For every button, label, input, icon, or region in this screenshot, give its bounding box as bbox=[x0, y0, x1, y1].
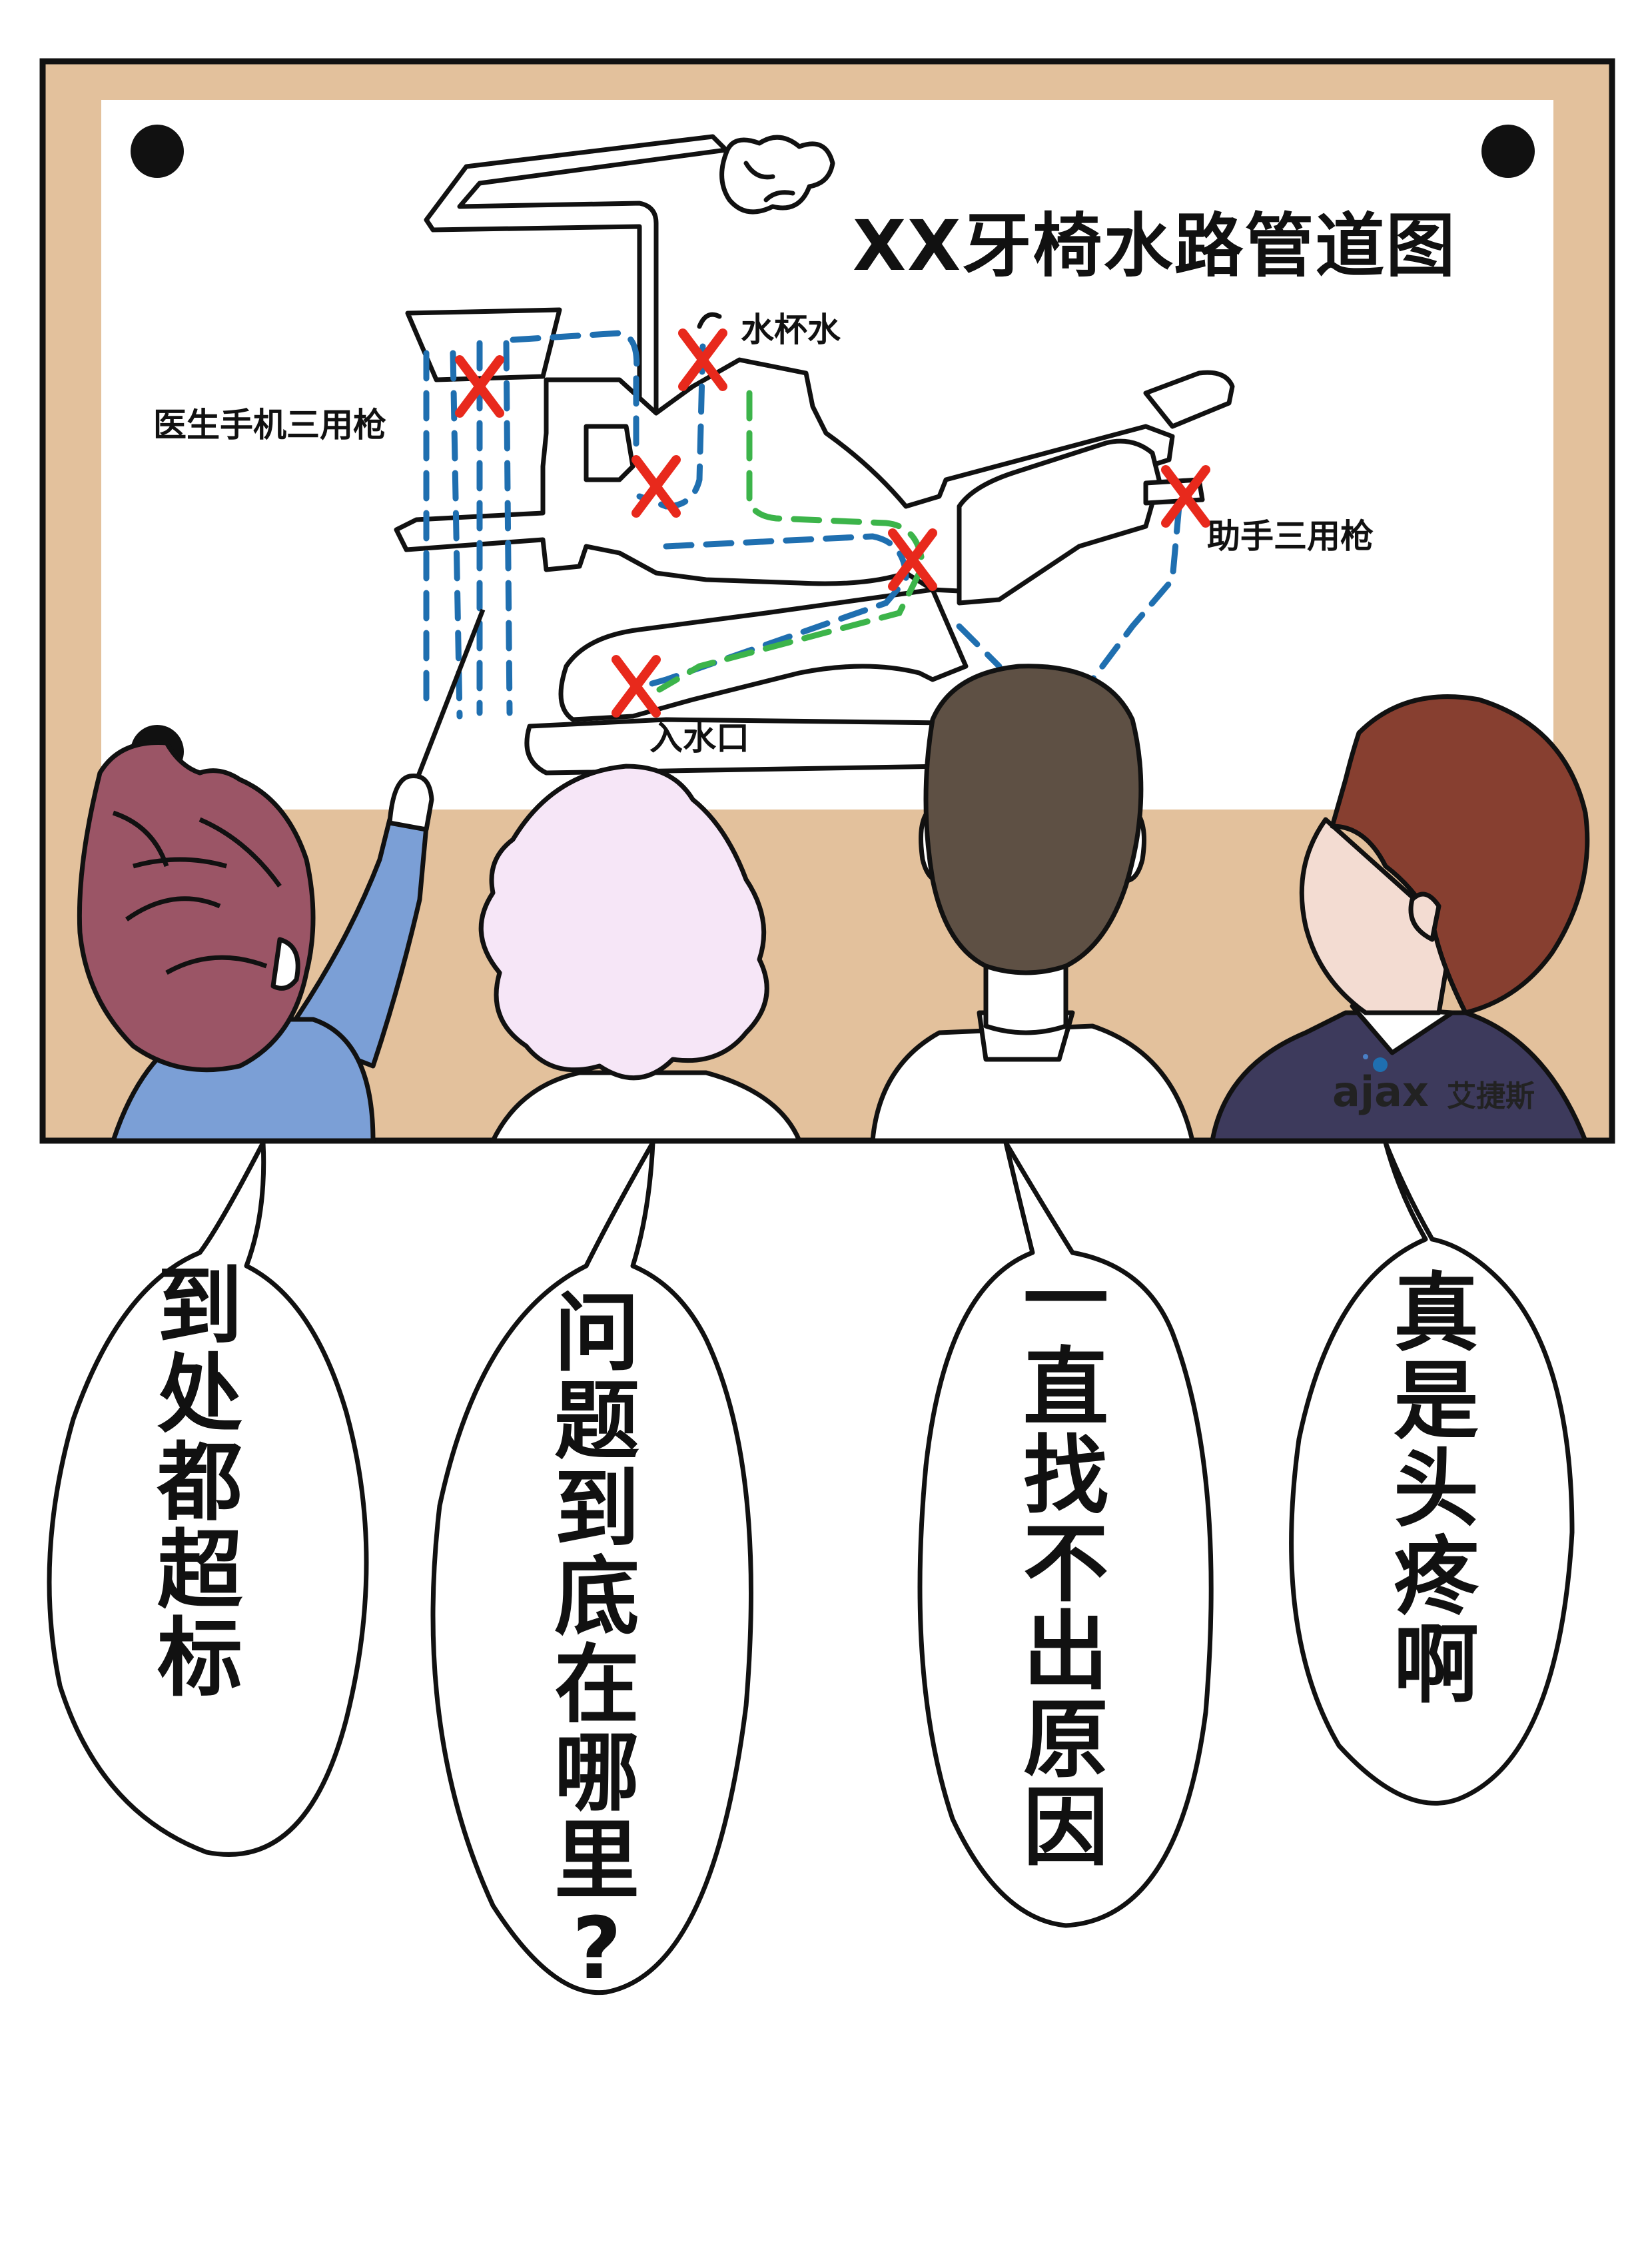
blue-pipe-top bbox=[510, 330, 640, 456]
x-mark-handpiece bbox=[455, 355, 504, 418]
bubble-char: 哪 bbox=[554, 1724, 639, 1823]
blue-pipe-assistant bbox=[1089, 503, 1182, 683]
woman-pointing bbox=[77, 740, 434, 1143]
bubble-char: 题 bbox=[554, 1372, 639, 1471]
chair-headrest bbox=[1143, 370, 1235, 429]
bubble-2 bbox=[430, 1140, 753, 1995]
bubble-text-2: 问题到底在哪里? bbox=[554, 1284, 639, 1999]
logo-chinese: 艾捷斯 bbox=[1447, 1079, 1535, 1113]
woman2-hair bbox=[478, 764, 769, 1081]
pointer-stick bbox=[410, 608, 486, 791]
bubble-char: 都 bbox=[157, 1433, 242, 1532]
bubble-text-1: 到处都超标 bbox=[157, 1257, 243, 1708]
bubble-char: 问 bbox=[554, 1284, 639, 1383]
bubble-char: 到 bbox=[157, 1257, 242, 1357]
x-mark-assistant bbox=[1161, 465, 1210, 528]
man1-shirt bbox=[870, 1023, 1195, 1143]
speech-bubbles bbox=[47, 1140, 1575, 1995]
label-inlet: 入水口 bbox=[649, 719, 749, 758]
x-mark-inlet bbox=[612, 655, 661, 718]
pin-top-left bbox=[131, 125, 184, 178]
bubble-char: 一 bbox=[1023, 1251, 1108, 1350]
man2-ear bbox=[1408, 891, 1442, 942]
bubble-char: 因 bbox=[1023, 1778, 1108, 1878]
label-handpiece: 医生手机三用枪 bbox=[153, 406, 386, 444]
bubble-char: 找 bbox=[1023, 1426, 1108, 1526]
woman1-hand bbox=[387, 773, 434, 832]
logo-dot-icon bbox=[1373, 1057, 1388, 1072]
woman2-shirt bbox=[490, 1070, 802, 1143]
woman1-hair-lines bbox=[112, 810, 282, 975]
bubble-char: 标 bbox=[157, 1609, 242, 1708]
man1-hair bbox=[923, 664, 1144, 975]
woman1-ear bbox=[270, 937, 300, 991]
green-pipe-upper bbox=[656, 390, 926, 693]
logo-latin: ajax bbox=[1332, 1067, 1429, 1116]
bubble-char: 超 bbox=[157, 1521, 243, 1620]
blue-pipe-handpiece-4 bbox=[503, 340, 513, 716]
x-mark-tray bbox=[888, 528, 937, 591]
man1-neck bbox=[983, 957, 1068, 1035]
bubble-3 bbox=[917, 1140, 1214, 1928]
blue-pipe-mid bbox=[639, 533, 909, 690]
contamination-marks bbox=[455, 328, 1210, 718]
blue-pipe-lower bbox=[956, 623, 1003, 670]
x-mark-center bbox=[631, 455, 681, 518]
bubble-char: 在 bbox=[554, 1636, 639, 1735]
label-cup-water: 水杯水 bbox=[741, 310, 841, 349]
bubble-char: 原 bbox=[1023, 1690, 1108, 1790]
lamp-head bbox=[719, 135, 835, 215]
bubble-text-3: 一直找不出原因 bbox=[1023, 1251, 1108, 1878]
handpiece-arm bbox=[584, 424, 635, 482]
bubble-char: 真 bbox=[1394, 1264, 1479, 1363]
bubble-char: 出 bbox=[1023, 1602, 1108, 1702]
bubble-char: 啊 bbox=[1394, 1616, 1479, 1715]
bubble-char: 是 bbox=[1394, 1352, 1479, 1451]
diagram-title: XX牙椅水路管道图 bbox=[853, 205, 1456, 286]
bubble-char: 到 bbox=[554, 1460, 639, 1559]
label-assistant: 助手三用枪 bbox=[1207, 517, 1374, 556]
man-brown-hair bbox=[870, 664, 1195, 1143]
chair-backrest bbox=[957, 438, 1162, 606]
x-mark-cup bbox=[678, 328, 727, 391]
woman-curly bbox=[478, 764, 802, 1143]
bubble-char: 里 bbox=[554, 1812, 639, 1911]
bubble-char: 疼 bbox=[1394, 1528, 1479, 1627]
pin-top-right bbox=[1481, 125, 1535, 178]
man2-hair bbox=[1330, 694, 1590, 1015]
lamp-head-inner bbox=[743, 161, 795, 203]
logo-spark-icon bbox=[1363, 1054, 1368, 1059]
bubble-char: 处 bbox=[157, 1345, 242, 1444]
bubble-char: ? bbox=[572, 1900, 621, 1999]
bubble-4 bbox=[1289, 1140, 1575, 1806]
bubble-1 bbox=[47, 1140, 369, 1857]
bubble-char: 头 bbox=[1394, 1440, 1479, 1539]
cuspidor-bowl bbox=[405, 307, 562, 382]
bubble-char: 不 bbox=[1023, 1514, 1108, 1614]
cup-post bbox=[697, 312, 722, 329]
green-pipes bbox=[656, 390, 926, 693]
man2-face bbox=[1299, 817, 1455, 1015]
blue-pipe-handpiece-2 bbox=[450, 350, 463, 720]
bubble-char: 直 bbox=[1023, 1339, 1108, 1438]
bubble-char: 底 bbox=[554, 1548, 639, 1647]
man-red-hair bbox=[1210, 694, 1590, 1143]
blue-pipes bbox=[423, 330, 1182, 720]
brand-logo: ajax 艾捷斯 bbox=[1332, 1054, 1535, 1116]
bubble-text-4: 真是头疼啊 bbox=[1394, 1264, 1479, 1715]
